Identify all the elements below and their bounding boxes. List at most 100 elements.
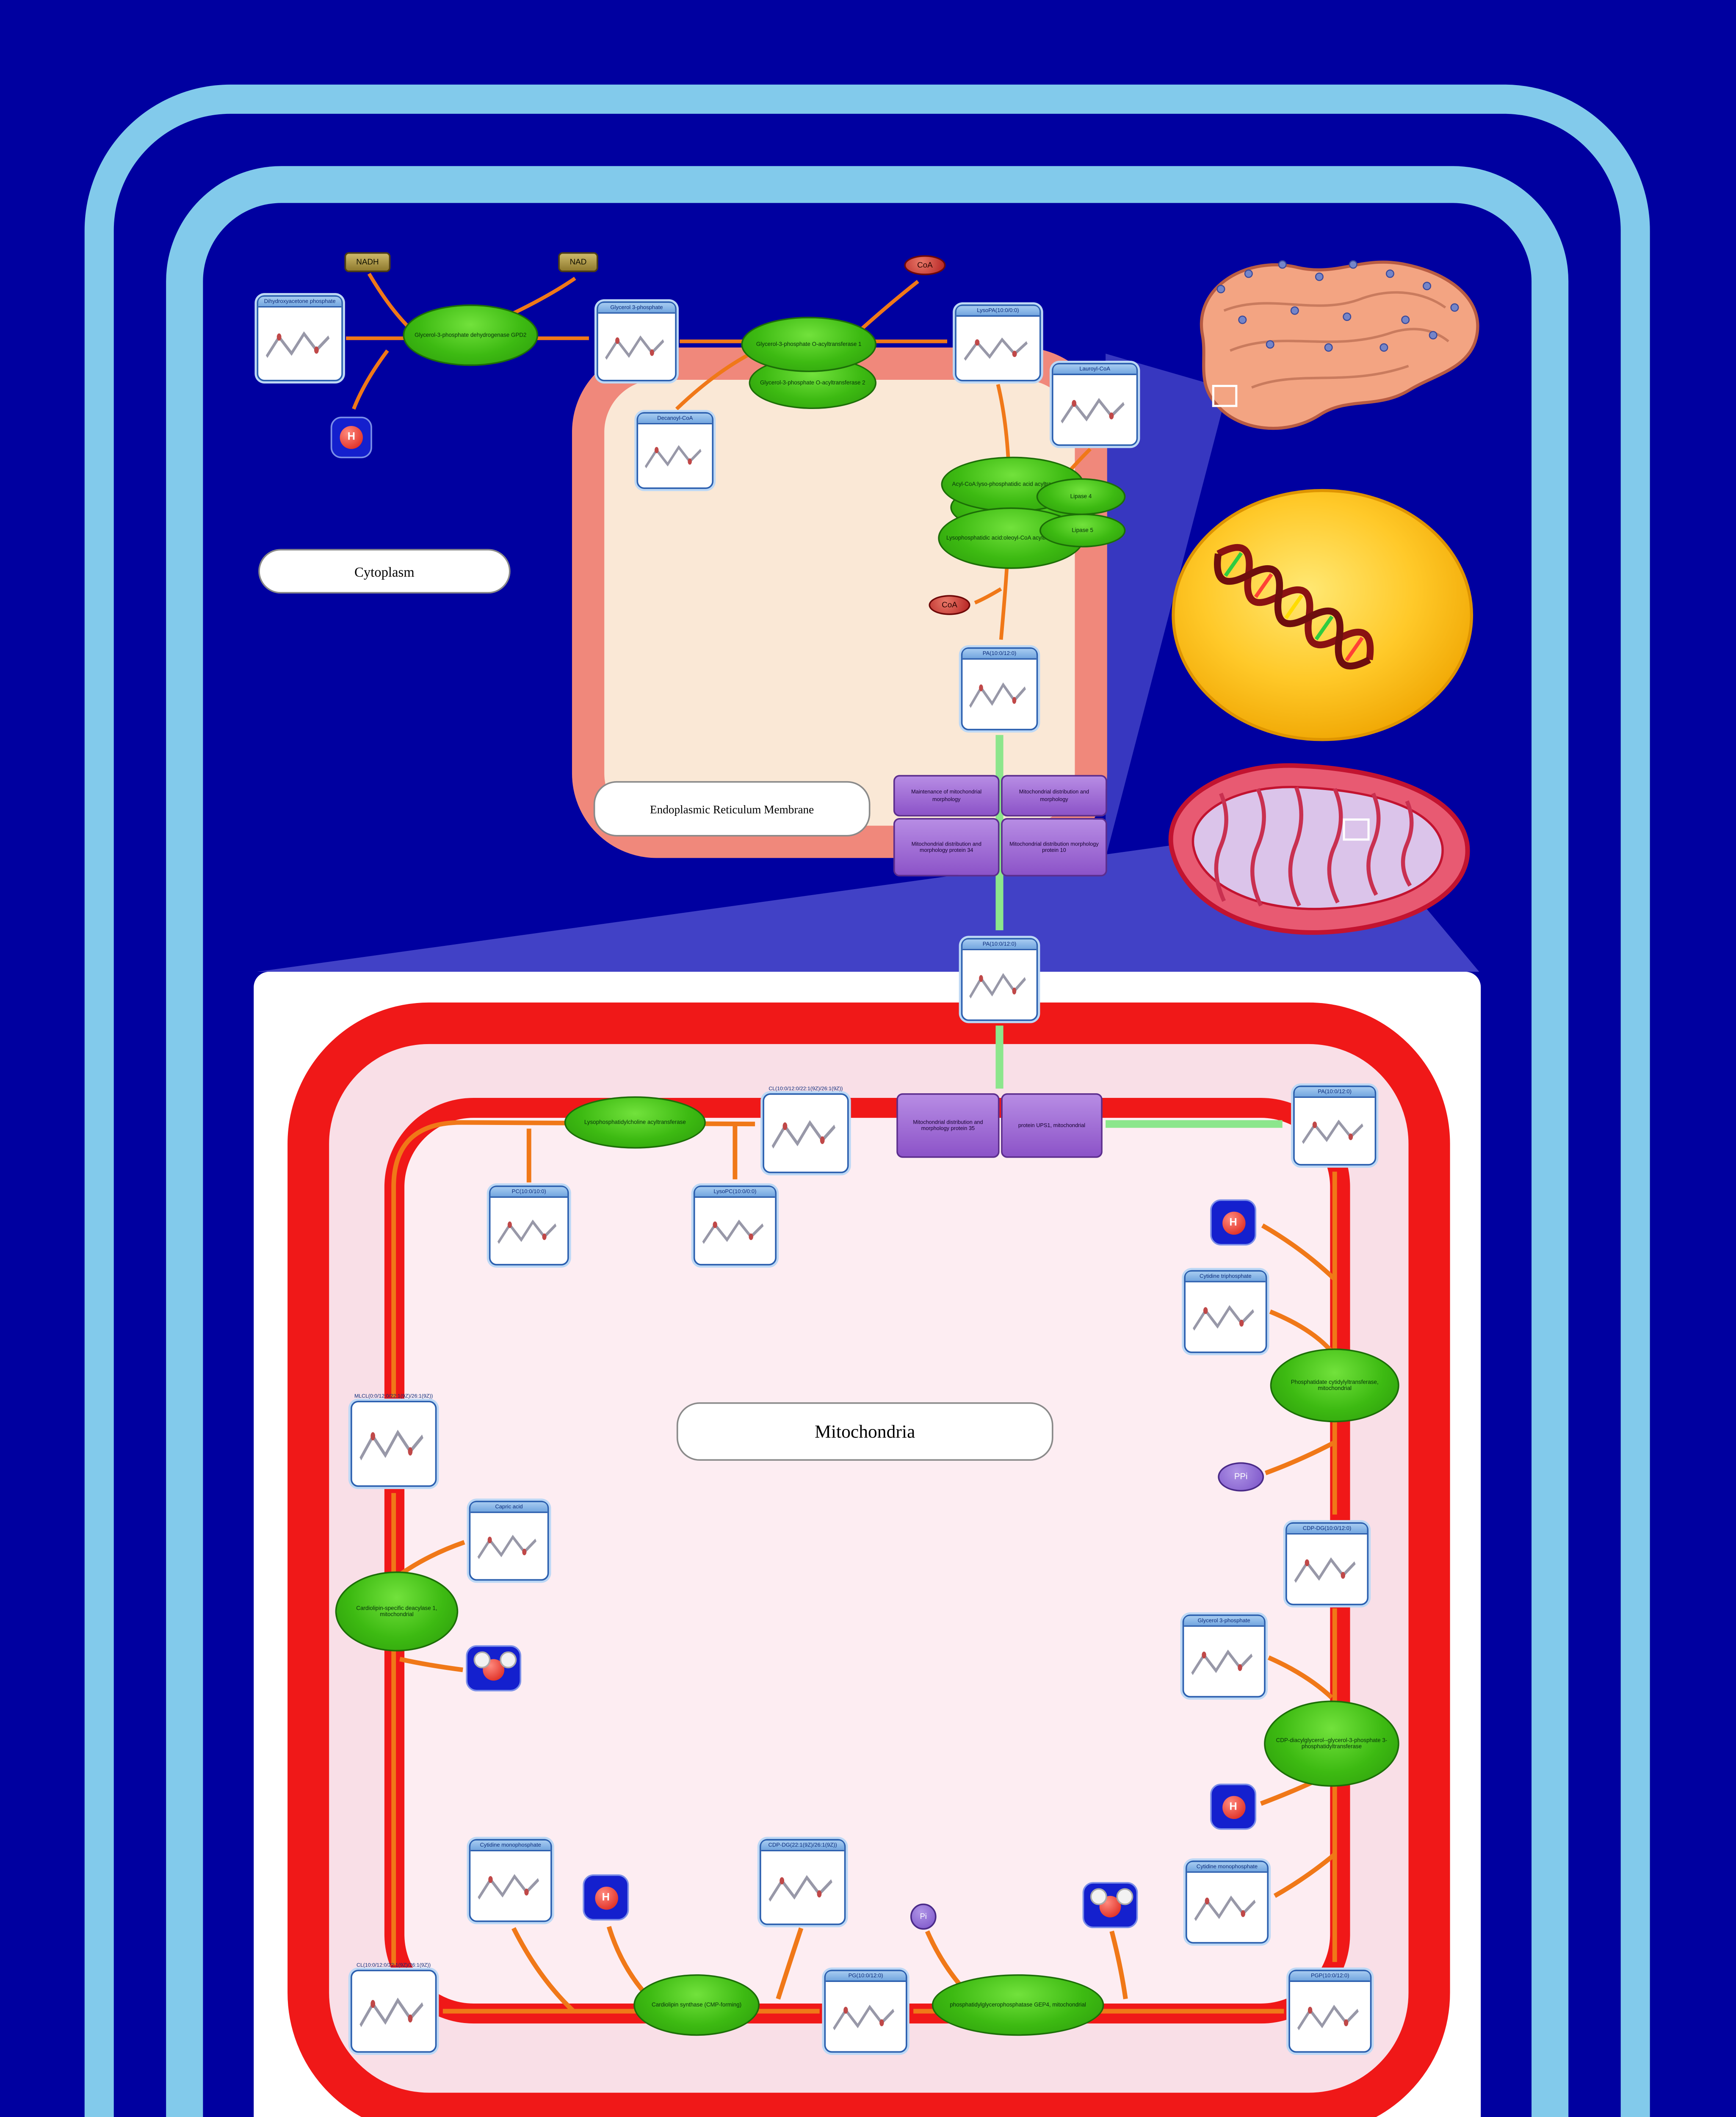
cofactor-coa-mid[interactable]: CoA	[929, 595, 970, 615]
molecule-structure-icon	[964, 337, 1028, 361]
metabolite-cdp-dg2[interactable]: CDP-DG(22:1(9Z)/26:1(9Z))	[760, 1839, 846, 1925]
molecule-structure-icon	[702, 1219, 764, 1244]
metabolite-g3p-mito[interactable]: Glycerol 3-phosphate	[1182, 1614, 1266, 1698]
enzyme-label: CDP-diacylglycerol--glycerol-3-phosphate…	[1276, 1737, 1388, 1750]
molecule-structure-icon	[962, 951, 1036, 1020]
molecule-structure-icon	[695, 1198, 775, 1264]
metabolite-cl-bottom[interactable]: CL(10:0/12:0/22:1(9Z)/26:1(9Z))	[351, 1962, 437, 2053]
proton-chip-cytosol[interactable]: H	[330, 417, 372, 459]
metabolite-cmp-left[interactable]: Cytidine monophosphate	[469, 1839, 552, 1922]
enzyme-tamm41[interactable]: Phosphatidate cytidylyltransferase, mito…	[1270, 1348, 1399, 1423]
metabolite-label: Cytidine monophosphate	[470, 1841, 551, 1852]
water-chip-gep4[interactable]	[1082, 1882, 1138, 1929]
metabolite-label: CL(10:0/12:0/22:1(9Z)/26:1(9Z))	[768, 1086, 843, 1092]
proton-icon: H	[1222, 1211, 1245, 1234]
metabolite-dhap[interactable]: Dihydroxyacetone phosphate	[257, 295, 343, 381]
molecule-structure-icon	[478, 1874, 539, 1900]
metabolite-pgp[interactable]: PGP(10:0/12:0)	[1288, 1970, 1372, 2053]
metabolite-lauroyl-coa[interactable]: Lauroyl-CoA	[1052, 363, 1138, 446]
protein-label: Maintenance of mitochondrial morphology	[911, 789, 982, 802]
molecule-structure-icon	[490, 1198, 567, 1264]
ppi-label: PPi	[1234, 1472, 1248, 1482]
molecule-structure-icon	[352, 1971, 435, 2051]
enzyme-lipase5[interactable]: Lipase 5	[1039, 513, 1126, 547]
pyrophosphate-chip[interactable]: PPi	[1218, 1462, 1264, 1492]
water-hydrogen-icon	[500, 1651, 517, 1669]
proton-chip-pgs1[interactable]: H	[1210, 1783, 1257, 1830]
enzyme-pgs1[interactable]: CDP-diacylglycerol--glycerol-3-phosphate…	[1264, 1700, 1399, 1787]
phosphate-chip[interactable]: Pi	[910, 1903, 937, 1930]
enzyme-cld1[interactable]: Cardiolipin-specific deacylase 1, mitoch…	[335, 1571, 459, 1652]
metabolite-label: PGP(10:0/12:0)	[1290, 1971, 1370, 1982]
enzyme-gpat1[interactable]: Glycerol-3-phosphate O-acyltransferase 1	[741, 317, 877, 372]
metabolite-lysopa[interactable]: LysoPA(10:0/0:0)	[955, 304, 1041, 381]
molecule-structure-icon	[477, 1535, 536, 1559]
metabolite-label: Decanoyl-CoA	[638, 413, 712, 425]
metabolite-label: PG(10:0/12:0)	[826, 1971, 906, 1982]
molecule-structure-icon	[956, 317, 1039, 380]
enzyme-lipase4[interactable]: Lipase 4	[1036, 478, 1126, 515]
enzyme-gep4[interactable]: phosphatidylglycerophosphatase GEP4, mit…	[932, 1974, 1104, 2036]
plasma-membrane-outer	[84, 84, 1650, 2117]
molecule-structure-icon	[969, 683, 1026, 708]
metabolite-cdp-dg1[interactable]: CDP-DG(10:0/12:0)	[1285, 1522, 1369, 1606]
metabolite-pa-ims[interactable]: PA(10:0/12:0)	[961, 938, 1038, 1021]
molecule-structure-icon	[1302, 1119, 1363, 1144]
protein-label: Mitochondrial distribution morphology pr…	[1009, 841, 1099, 854]
metabolite-pa-mito[interactable]: PA(10:0/12:0)	[1293, 1085, 1377, 1166]
water-hydrogen-icon	[1116, 1888, 1133, 1905]
enzyme-label: Glycerol-3-phosphate dehydrogenase GPD2	[415, 332, 527, 338]
metabolite-label: CDP-DG(10:0/12:0)	[1287, 1523, 1367, 1535]
molecule-structure-icon	[1061, 398, 1125, 424]
proton-icon: H	[340, 426, 363, 449]
molecule-structure-icon	[764, 1095, 847, 1172]
metabolite-label: PC(10:0/10:0)	[490, 1187, 568, 1198]
molecule-structure-icon	[258, 308, 341, 380]
water-chip-cld1[interactable]	[466, 1645, 522, 1691]
protein-mdm35[interactable]: Mitochondrial distribution and morpholog…	[896, 1093, 1000, 1158]
enzyme-gpd2[interactable]: Glycerol-3-phosphate dehydrogenase GPD2	[403, 304, 539, 366]
protein-mdm10[interactable]: Mitochondrial distribution morphology pr…	[1001, 818, 1107, 877]
metabolite-decanoyl-coa[interactable]: Decanoyl-CoA	[636, 412, 714, 489]
metabolite-label: MLCL(0:0/12:0/22:1(9Z)/26:1(9Z))	[354, 1393, 433, 1400]
compartment-label-cytoplasm: Cytoplasm	[258, 549, 511, 594]
molecule-structure-icon	[826, 1982, 906, 2051]
enzyme-lpcat[interactable]: Lysophosphatidylcholine acyltransferase	[564, 1096, 706, 1149]
metabolite-label: LysoPA(10:0/0:0)	[956, 306, 1039, 317]
molecule-structure-icon	[1191, 1650, 1253, 1675]
protein-mdm[interactable]: Mitochondrial distribution and morpholog…	[1001, 775, 1107, 817]
molecule-structure-icon	[638, 425, 712, 487]
protein-mmm1[interactable]: Maintenance of mitochondrial morphology	[893, 775, 1000, 817]
metabolite-cmp-right[interactable]: Cytidine monophosphate	[1185, 1860, 1269, 1944]
metabolite-capric-acid[interactable]: Capric acid	[469, 1501, 549, 1581]
enzyme-label: Cardiolipin synthase (CMP-forming)	[652, 2002, 742, 2008]
metabolite-label: LysoPC(10:0/0:0)	[695, 1187, 775, 1198]
enzyme-crls1[interactable]: Cardiolipin synthase (CMP-forming)	[633, 1974, 760, 2036]
metabolite-pg[interactable]: PG(10:0/12:0)	[824, 1970, 907, 2053]
molecule-structure-icon	[1186, 1282, 1266, 1351]
metabolite-pc[interactable]: PC(10:0/10:0)	[489, 1185, 569, 1266]
metabolite-label: CL(10:0/12:0/22:1(9Z)/26:1(9Z))	[357, 1962, 431, 1968]
cofactor-nadh[interactable]: NADH	[344, 252, 391, 272]
metabolite-ctp[interactable]: Cytidine triphosphate	[1184, 1270, 1267, 1353]
molecule-structure-icon	[768, 1875, 832, 1902]
molecule-structure-icon	[969, 973, 1026, 999]
metabolite-pa-er[interactable]: PA(10:0/12:0)	[961, 647, 1038, 731]
proton-chip-tamm41[interactable]: H	[1210, 1199, 1257, 1246]
metabolite-g3p-cytosol[interactable]: Glycerol 3-phosphate	[597, 301, 677, 381]
metabolite-lysopc[interactable]: LysoPC(10:0/0:0)	[693, 1185, 777, 1266]
cofactor-nad[interactable]: NAD	[558, 252, 598, 272]
molecule-structure-icon	[1184, 1627, 1264, 1696]
metabolite-cl-top[interactable]: CL(10:0/12:0/22:1(9Z)/26:1(9Z))	[763, 1086, 849, 1173]
proton-chip-crls1[interactable]: H	[583, 1874, 629, 1921]
water-hydrogen-icon	[473, 1651, 491, 1669]
cofactor-coa-top[interactable]: CoA	[904, 255, 946, 276]
enzyme-label: Phosphatidate cytidylyltransferase, mito…	[1291, 1379, 1379, 1392]
protein-ups1[interactable]: protein UPS1, mitochondrial	[1001, 1093, 1103, 1158]
protein-label: Mitochondrial distribution and morpholog…	[913, 1119, 983, 1132]
protein-mdm34[interactable]: Mitochondrial distribution and morpholog…	[893, 818, 1000, 877]
mitochondria-label: Mitochondria	[815, 1420, 915, 1442]
coa-label: CoA	[942, 600, 957, 610]
metabolite-mlcl[interactable]: MLCL(0:0/12:0/22:1(9Z)/26:1(9Z))	[351, 1393, 437, 1487]
